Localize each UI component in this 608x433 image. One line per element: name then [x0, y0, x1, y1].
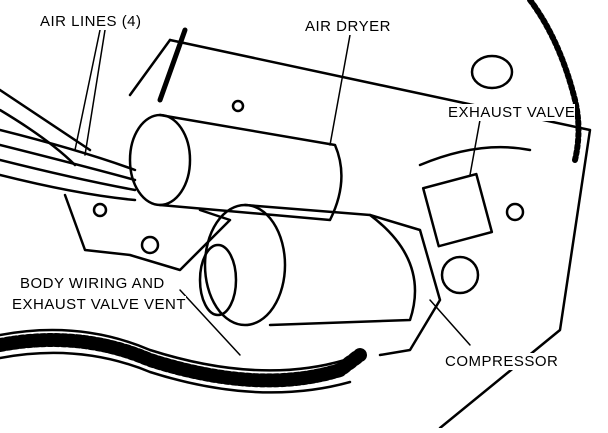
body-wiring-harness-outline-top — [0, 328, 347, 372]
body-hole — [470, 54, 514, 90]
bracket-bolt-left — [92, 202, 108, 218]
air-dryer-mark — [157, 27, 188, 103]
leader-compressor — [429, 299, 471, 346]
compressor-head — [368, 213, 442, 357]
frame-rail-lower — [0, 108, 77, 167]
exhaust-valve-hose — [418, 145, 532, 167]
exhaust-valve-bolt — [505, 202, 525, 222]
air-dryer-end-cap — [128, 113, 192, 207]
label-air-dryer: AIR DRYER — [305, 18, 391, 35]
body-panel — [168, 38, 592, 430]
air-line-1 — [0, 128, 137, 172]
label-air-lines: AIR LINES (4) — [40, 13, 142, 30]
label-compressor: COMPRESSOR — [445, 353, 559, 370]
frame-rail-upper — [0, 88, 92, 152]
bracket-bolt-right — [140, 235, 160, 255]
leader-exhaust-valve — [469, 119, 481, 176]
body-wiring-harness — [0, 333, 367, 388]
leader-body-wiring — [179, 289, 241, 356]
dryer-bracket — [63, 193, 232, 272]
body-panel-edge — [128, 38, 172, 97]
leader-air-lines-2 — [84, 29, 106, 156]
coiled-harness-top — [527, 0, 582, 163]
exhaust-valve-body — [421, 172, 494, 248]
body-bolt — [231, 99, 245, 113]
compressor-motor-endcap — [198, 243, 238, 317]
air-line-2 — [0, 143, 137, 182]
leader-air-lines-1 — [74, 29, 101, 151]
air-line-3 — [0, 158, 137, 192]
compressor-motor-body — [243, 203, 417, 327]
compressor-motor-end — [203, 203, 287, 327]
compressor-boss — [440, 255, 480, 295]
label-body-wiring-line2: EXHAUST VALVE VENT — [12, 296, 187, 313]
body-wiring-harness-outline-bottom — [0, 351, 352, 394]
label-body-wiring-line1: BODY WIRING AND — [20, 275, 165, 292]
label-exhaust-valve: EXHAUST VALVE — [448, 104, 576, 121]
air-line-4 — [0, 173, 137, 202]
leader-air-dryer — [329, 34, 351, 146]
